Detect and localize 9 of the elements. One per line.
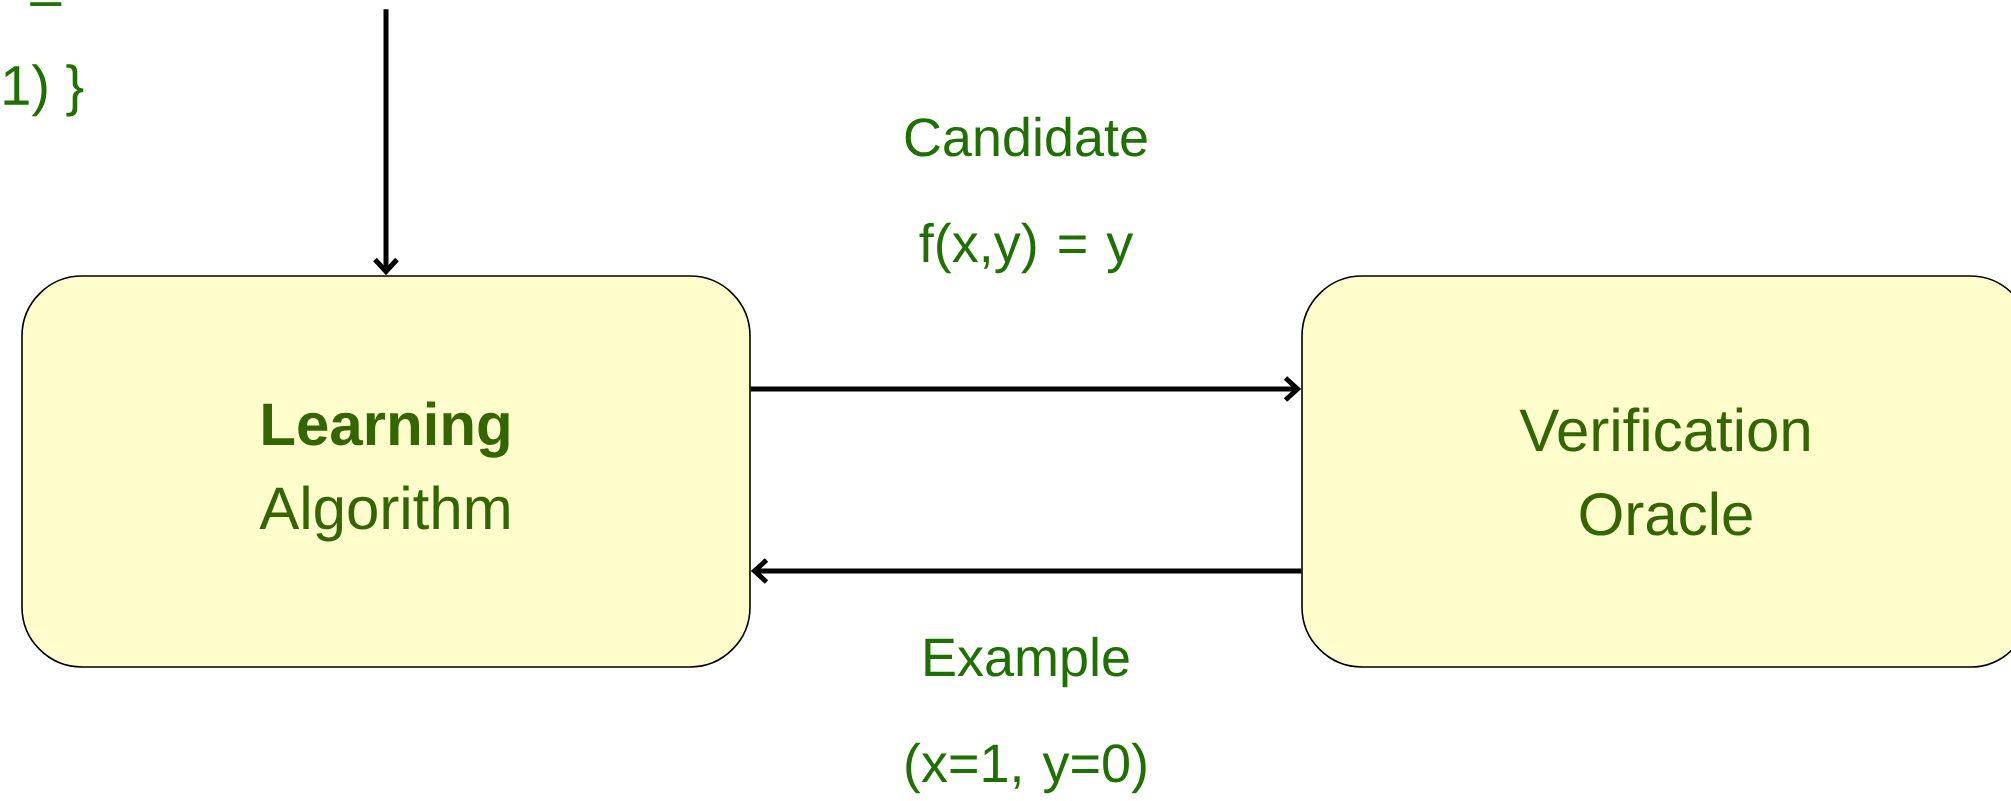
process-box: Verification Oracle <box>1301 275 2011 668</box>
arrow <box>750 558 1302 584</box>
edge-label: Example (x=1, y=0) <box>906 636 1146 794</box>
process-box: Learning Algorithm <box>21 275 751 668</box>
code-fragment: 1) } <box>4 64 84 117</box>
code-fragment: – <box>30 2 62 6</box>
arrow <box>750 376 1302 402</box>
arrow <box>373 9 399 276</box>
edge-label: Candidate f(x,y) = y <box>905 116 1147 274</box>
